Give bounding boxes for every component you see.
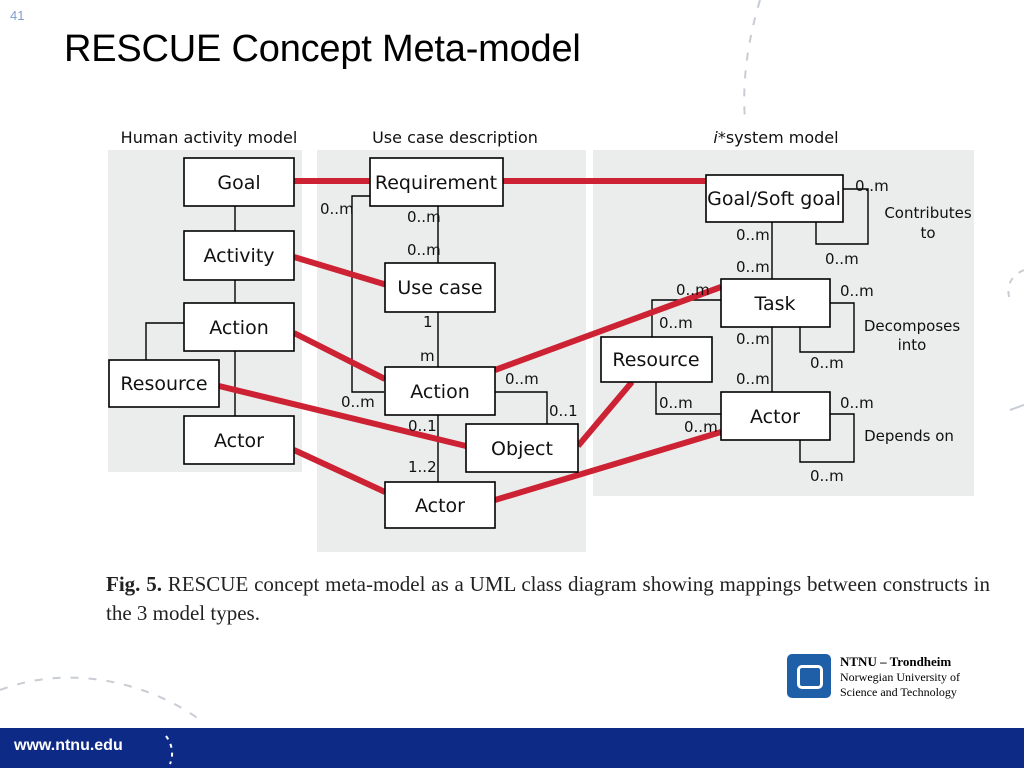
mult-resource-task: 0..m xyxy=(659,314,693,332)
usecase-action-box: Action xyxy=(384,366,496,416)
istar-multiplicities: 0..m 0..m 0..m 0..m 0..m 0..m 0..m 0..m … xyxy=(659,177,889,485)
human-action-box: Action xyxy=(183,302,295,352)
map-action-task xyxy=(493,284,723,373)
ntnu-branding-line3: Science and Technology xyxy=(840,685,957,699)
section-title-usecase: Use case description xyxy=(372,128,538,147)
mult-task-top: 0..m xyxy=(736,258,770,276)
map-action-action xyxy=(292,330,387,382)
section-title-istar-suffix: *system model xyxy=(718,128,839,147)
section-title-istar: i*system model xyxy=(713,128,838,147)
label-contributes-line1: Contributes xyxy=(884,204,972,222)
map-object-resource xyxy=(575,380,635,448)
mult-uc-bottom: 1 xyxy=(423,313,433,331)
section-title-istar-prefix: i xyxy=(713,128,718,147)
human-goal-box: Goal xyxy=(183,157,295,207)
mult-actor-self-bottom: 0..m xyxy=(810,467,844,485)
caption-text: RESCUE concept meta-model as a UML class… xyxy=(106,572,990,625)
mult-actor-left: 0..m xyxy=(684,418,718,436)
human-activity-label: Activity xyxy=(203,245,274,267)
mult-action-bottom: 0..1 xyxy=(408,417,437,435)
human-actor-box: Actor xyxy=(183,415,295,465)
human-associations xyxy=(145,206,236,416)
ntnu-branding: NTNU – Trondheim Norwegian University of… xyxy=(840,654,960,700)
ntnu-logo-icon xyxy=(787,654,831,698)
mult-req-bottom: 0..m xyxy=(407,208,441,226)
section-title-human: Human activity model xyxy=(121,128,298,147)
usecase-actor-label: Actor xyxy=(415,495,465,517)
usecase-multiplicities: 0..m 0..m 0..m 1 m 0..m 0..m 0..1 0..1 1… xyxy=(320,200,578,476)
mult-action-right: 0..m xyxy=(505,370,539,388)
usecase-object-box: Object xyxy=(465,423,579,473)
human-resource-box: Resource xyxy=(108,359,220,408)
mult-goal-self-bottom: 0..m xyxy=(825,250,859,268)
slide-number: 41 xyxy=(10,8,25,23)
map-actor-actor xyxy=(292,447,387,495)
mult-uc-top: 0..m xyxy=(407,241,441,259)
human-action-label: Action xyxy=(209,317,269,339)
human-goal-label: Goal xyxy=(217,172,260,194)
mapping-lines xyxy=(218,178,723,503)
label-decomposes-line2: into xyxy=(898,336,927,354)
map-actor-istar-actor xyxy=(494,429,722,503)
mult-resource-actor: 0..m xyxy=(659,394,693,412)
istar-actor-label: Actor xyxy=(750,406,800,428)
usecase-actor-box: Actor xyxy=(384,481,496,529)
figure-caption: Fig. 5. RESCUE concept meta-model as a U… xyxy=(106,570,990,628)
mult-actor-self-top: 0..m xyxy=(840,394,874,412)
human-resource-label: Resource xyxy=(120,373,207,395)
istar-relation-labels: Contributes to Decomposes into Depends o… xyxy=(864,204,972,445)
usecase-usecase-box: Use case xyxy=(384,262,496,313)
human-activity-box: Activity xyxy=(183,230,295,281)
usecase-action-label: Action xyxy=(410,381,470,403)
slide-title: RESCUE Concept Meta-model xyxy=(64,28,581,70)
footer-decorative-mark xyxy=(165,735,174,765)
usecase-requirement-box: Requirement xyxy=(369,157,504,207)
ntnu-branding-line2: Norwegian University of xyxy=(840,670,960,684)
istar-resource-box: Resource xyxy=(600,336,713,383)
label-depends-on: Depends on xyxy=(864,427,954,445)
mult-task-bottom: 0..m xyxy=(736,330,770,348)
usecase-requirement-label: Requirement xyxy=(375,172,497,194)
mult-goal-bottom: 0..m xyxy=(736,226,770,244)
mult-action-left: 0..m xyxy=(341,393,375,411)
mult-task-left: 0..m xyxy=(676,281,710,299)
mult-actor-top: 1..2 xyxy=(408,458,437,476)
mult-req-left: 0..m xyxy=(320,200,354,218)
footer-url-link[interactable]: www.ntnu.edu xyxy=(14,737,123,754)
istar-task-label: Task xyxy=(753,293,795,315)
uml-meta-model-diagram: Human activity model Use case descriptio… xyxy=(108,128,974,552)
istar-actor-box: Actor xyxy=(720,391,831,441)
map-activity-usecase xyxy=(293,254,388,288)
ntnu-branding-line1: NTNU – Trondheim xyxy=(840,654,952,669)
usecase-usecase-label: Use case xyxy=(397,277,482,299)
caption-fig-label: Fig. 5. xyxy=(106,572,162,596)
mult-task-self-bottom: 0..m xyxy=(810,354,844,372)
map-resource-object xyxy=(218,383,467,449)
istar-resource-label: Resource xyxy=(612,349,699,371)
human-actor-label: Actor xyxy=(214,430,264,452)
label-decomposes-line1: Decomposes xyxy=(864,317,961,335)
label-contributes-line2: to xyxy=(920,224,935,242)
istar-associations xyxy=(651,188,869,463)
istar-task-box: Task xyxy=(720,278,831,328)
istar-goal-label: Goal/Soft goal xyxy=(707,188,841,210)
mult-task-self-top: 0..m xyxy=(840,282,874,300)
usecase-object-label: Object xyxy=(491,438,553,460)
mult-actor-top: 0..m xyxy=(736,370,770,388)
footer-bar: www.ntnu.edu xyxy=(0,728,1024,768)
mult-goal-self-top: 0..m xyxy=(855,177,889,195)
istar-goal-box: Goal/Soft goal xyxy=(705,174,844,223)
mult-action-top: m xyxy=(420,347,435,365)
mult-object-top: 0..1 xyxy=(549,402,578,420)
